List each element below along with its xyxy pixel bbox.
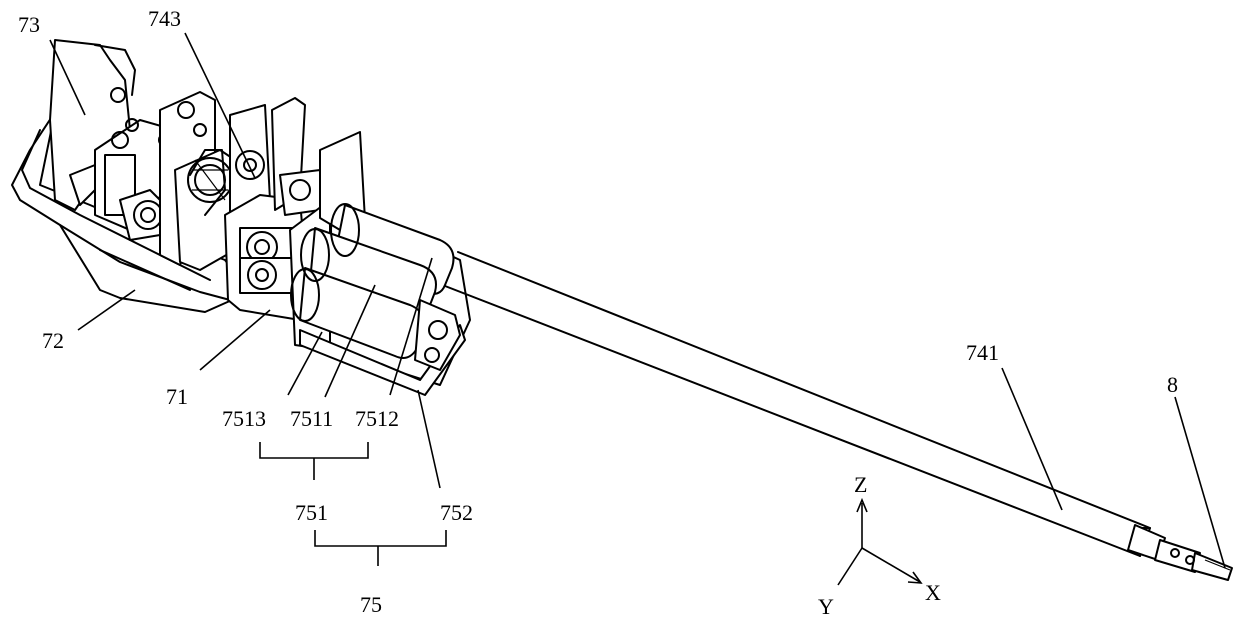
axis-label-y: Y <box>818 594 834 619</box>
label-75: 75 <box>360 592 382 617</box>
label-7511: 7511 <box>290 406 333 431</box>
leader-741 <box>1002 368 1062 510</box>
leader-8 <box>1175 397 1225 568</box>
y-axis-arrow <box>838 548 862 585</box>
label-743: 743 <box>148 6 181 31</box>
axis-label-z: Z <box>854 472 867 497</box>
shaft <box>445 252 1232 580</box>
label-752: 752 <box>440 500 473 525</box>
leader-72 <box>78 290 135 330</box>
label-71: 71 <box>166 384 188 409</box>
label-8: 8 <box>1167 372 1178 397</box>
label-7512: 7512 <box>355 406 399 431</box>
leader-752 <box>418 390 440 488</box>
axis-label-x: X <box>925 580 941 605</box>
label-73: 73 <box>18 12 40 37</box>
x-axis-arrow <box>862 548 920 582</box>
bracket-751 <box>260 442 368 480</box>
axis-triad <box>838 500 921 585</box>
leader-71 <box>200 310 270 370</box>
label-72: 72 <box>42 328 64 353</box>
label-751: 751 <box>295 500 328 525</box>
label-741: 741 <box>966 340 999 365</box>
bracket-75 <box>315 530 446 566</box>
label-7513: 7513 <box>222 406 266 431</box>
